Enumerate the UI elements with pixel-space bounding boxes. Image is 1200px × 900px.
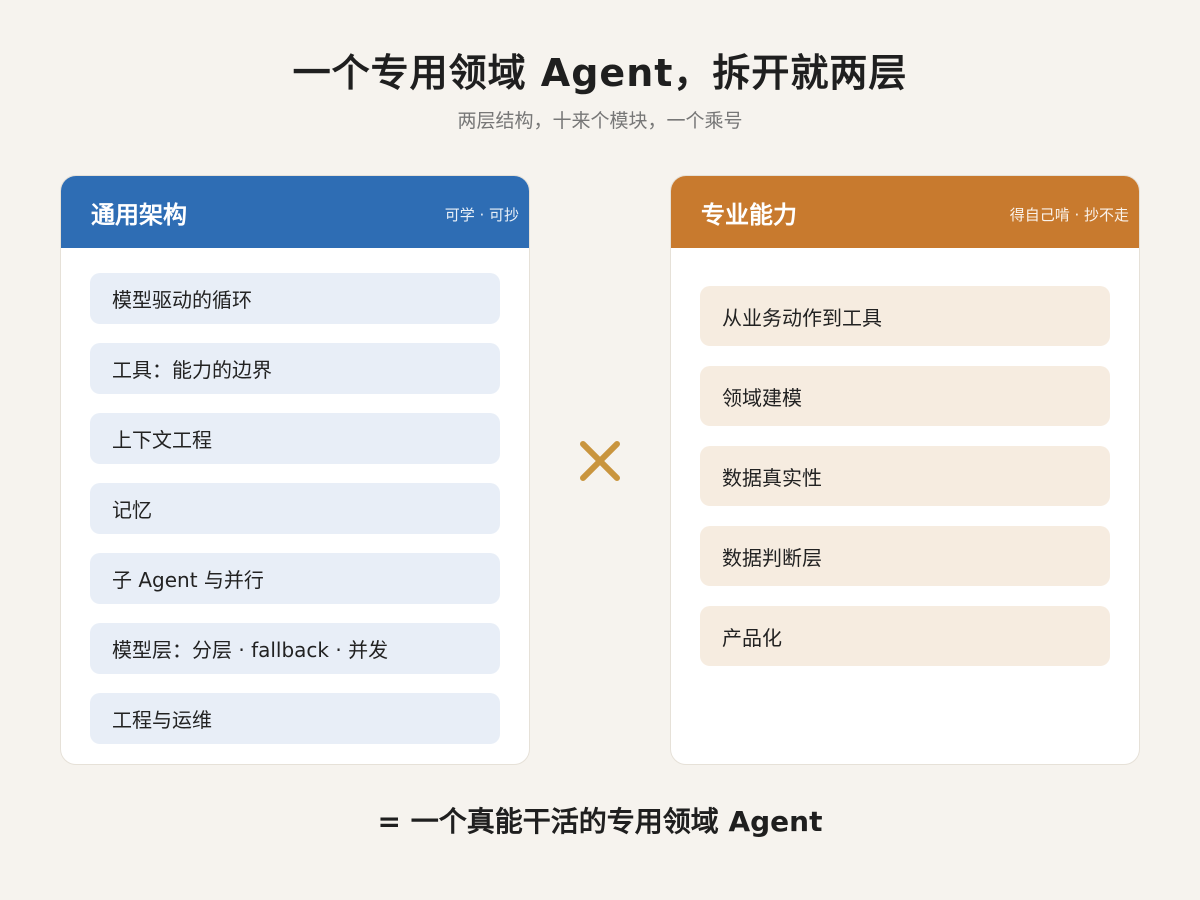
list-item: 产品化 xyxy=(700,606,1110,666)
list-item: 工具：能力的边界 xyxy=(90,343,500,394)
general-architecture-header: 通用架构 可学 · 可抄 xyxy=(61,176,529,248)
list-item: 数据判断层 xyxy=(700,526,1110,586)
general-architecture-list: 模型驱动的循环 工具：能力的边界 上下文工程 记忆 子 Agent 与并行 模型… xyxy=(61,248,529,744)
domain-expertise-title: 专业能力 xyxy=(701,200,797,229)
multiply-icon xyxy=(580,441,620,481)
list-item: 领域建模 xyxy=(700,366,1110,426)
domain-expertise-header: 专业能力 得自己啃 · 抄不走 xyxy=(671,176,1139,248)
list-item: 数据真实性 xyxy=(700,446,1110,506)
page-subtitle: 两层结构，十来个模块，一个乘号 xyxy=(457,110,743,132)
domain-expertise-tag: 得自己啃 · 抄不走 xyxy=(1009,205,1129,224)
list-item: 子 Agent 与并行 xyxy=(90,553,500,604)
list-item: 记忆 xyxy=(90,483,500,534)
list-item: 模型层：分层 · fallback · 并发 xyxy=(90,623,500,674)
list-item: 工程与运维 xyxy=(90,693,500,744)
list-item: 上下文工程 xyxy=(90,413,500,464)
list-item: 模型驱动的循环 xyxy=(90,273,500,324)
general-architecture-title: 通用架构 xyxy=(91,200,187,229)
domain-expertise-list: 从业务动作到工具 领域建模 数据真实性 数据判断层 产品化 xyxy=(671,248,1139,666)
result-caption: = 一个真能干活的专用领域 Agent xyxy=(377,805,823,838)
list-item: 从业务动作到工具 xyxy=(700,286,1110,346)
domain-expertise-card: 专业能力 得自己啃 · 抄不走 从业务动作到工具 领域建模 数据真实性 数据判断… xyxy=(670,175,1140,765)
page-title: 一个专用领域 Agent，拆开就两层 xyxy=(292,51,908,95)
general-architecture-card: 通用架构 可学 · 可抄 模型驱动的循环 工具：能力的边界 上下文工程 记忆 子… xyxy=(60,175,530,765)
general-architecture-tag: 可学 · 可抄 xyxy=(444,205,519,224)
